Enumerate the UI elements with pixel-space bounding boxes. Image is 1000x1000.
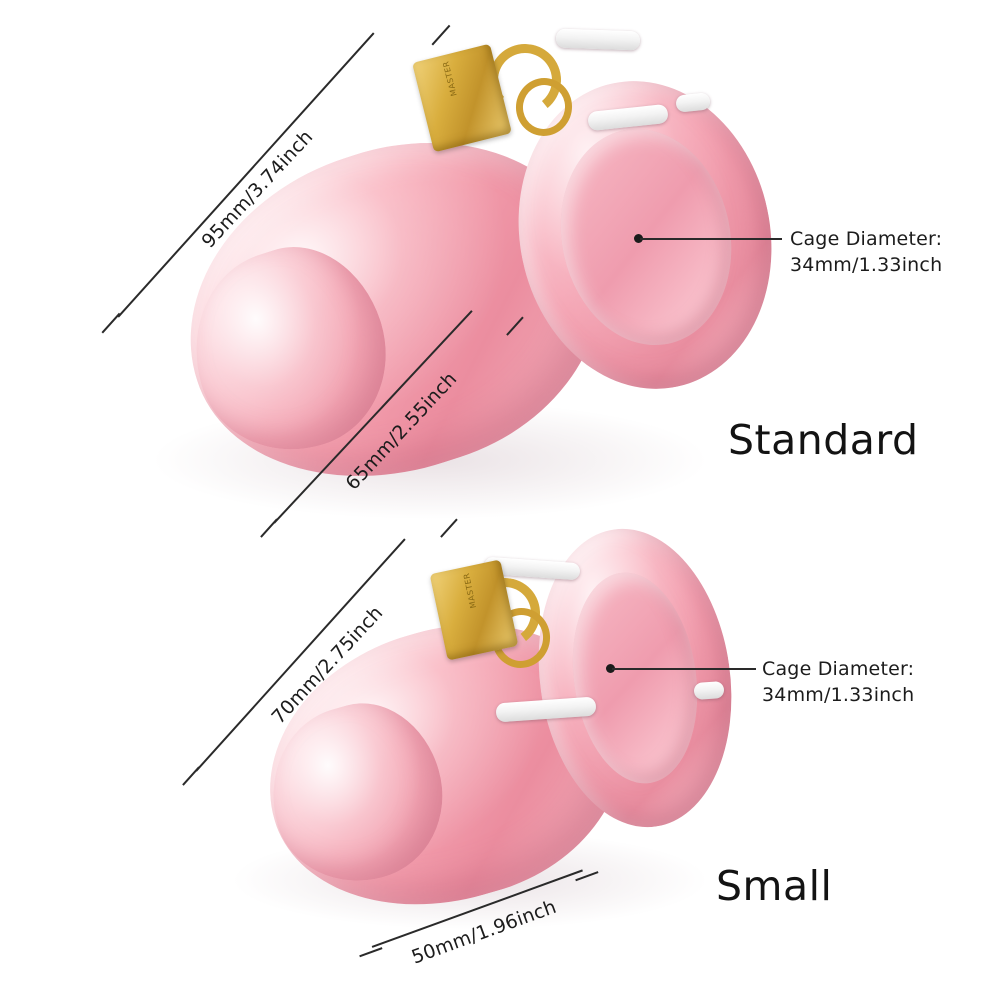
small-cage-length-tick-left <box>359 947 383 957</box>
standard-diameter-label-line1: Cage Diameter: <box>790 228 943 250</box>
standard-diameter-label-line2: 34mm/1.33inch <box>790 254 943 276</box>
small-length-tick-top <box>440 518 458 538</box>
small-diameter-anchor-dot <box>606 664 615 673</box>
small-size-label: Small <box>716 862 833 910</box>
small-diameter-label-line2: 34mm/1.33inch <box>762 684 915 706</box>
small-diameter-leader <box>612 668 756 670</box>
small-length-tick-bottom <box>182 766 200 786</box>
small-diameter-label-line1: Cage Diameter: <box>762 658 915 680</box>
standard-cage-length-tick-bottom <box>260 518 278 538</box>
standard-diameter-leader <box>640 238 782 240</box>
standard-lock-pin <box>555 28 641 51</box>
standard-length-tick-top <box>431 24 451 46</box>
small-lock-pin <box>693 680 725 701</box>
standard-length-tick-bottom <box>101 312 121 334</box>
standard-diameter-anchor-dot <box>634 234 643 243</box>
standard-size-label: Standard <box>728 416 919 464</box>
